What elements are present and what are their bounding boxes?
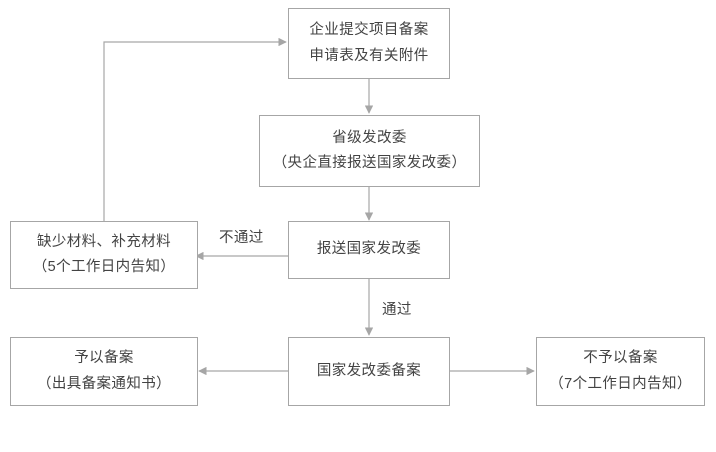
node-rejected-record-line1: 不予以备案 (583, 350, 658, 367)
edge-missing-to-submit (103, 37, 287, 221)
node-approved-record-line2: （出具备案通知书） (36, 375, 172, 392)
node-approved-record[interactable]: 予以备案 （出具备案通知书） (10, 337, 198, 406)
node-ndrc-filing-line1: 国家发改委备案 (316, 362, 422, 379)
node-rejected-record-line2: （7个工作日内告知） (549, 375, 692, 392)
node-report-to-ndrc[interactable]: 报送国家发改委 (288, 221, 450, 279)
edge-label-fail-text: 不通过 (219, 230, 264, 246)
node-missing-materials-line2: （5个工作日内告知） (32, 259, 176, 275)
node-approved-record-line1: 予以备案 (74, 350, 134, 367)
node-submit-application[interactable]: 企业提交项目备案 申请表及有关附件 (288, 8, 450, 79)
node-provincial-ndrc-line2: （央企直接报送国家发改委） (272, 155, 467, 171)
node-rejected-record[interactable]: 不予以备案 （7个工作日内告知） (536, 337, 705, 406)
node-missing-materials[interactable]: 缺少材料、补充材料 （5个工作日内告知） (10, 221, 198, 289)
node-submit-application-line2: 申请表及有关附件 (309, 47, 429, 64)
node-provincial-ndrc[interactable]: 省级发改委 （央企直接报送国家发改委） (259, 115, 480, 187)
node-missing-materials-line1: 缺少材料、补充材料 (36, 233, 172, 250)
edge-label-fail: 不通过 (216, 226, 267, 247)
node-ndrc-filing[interactable]: 国家发改委备案 (288, 337, 450, 406)
edge-label-pass-text: 通过 (382, 302, 412, 318)
node-report-to-ndrc-line1: 报送国家发改委 (316, 241, 422, 258)
node-submit-application-line1: 企业提交项目备案 (309, 22, 429, 39)
edge-label-pass: 通过 (379, 298, 415, 319)
node-provincial-ndrc-line1: 省级发改委 (332, 129, 407, 146)
